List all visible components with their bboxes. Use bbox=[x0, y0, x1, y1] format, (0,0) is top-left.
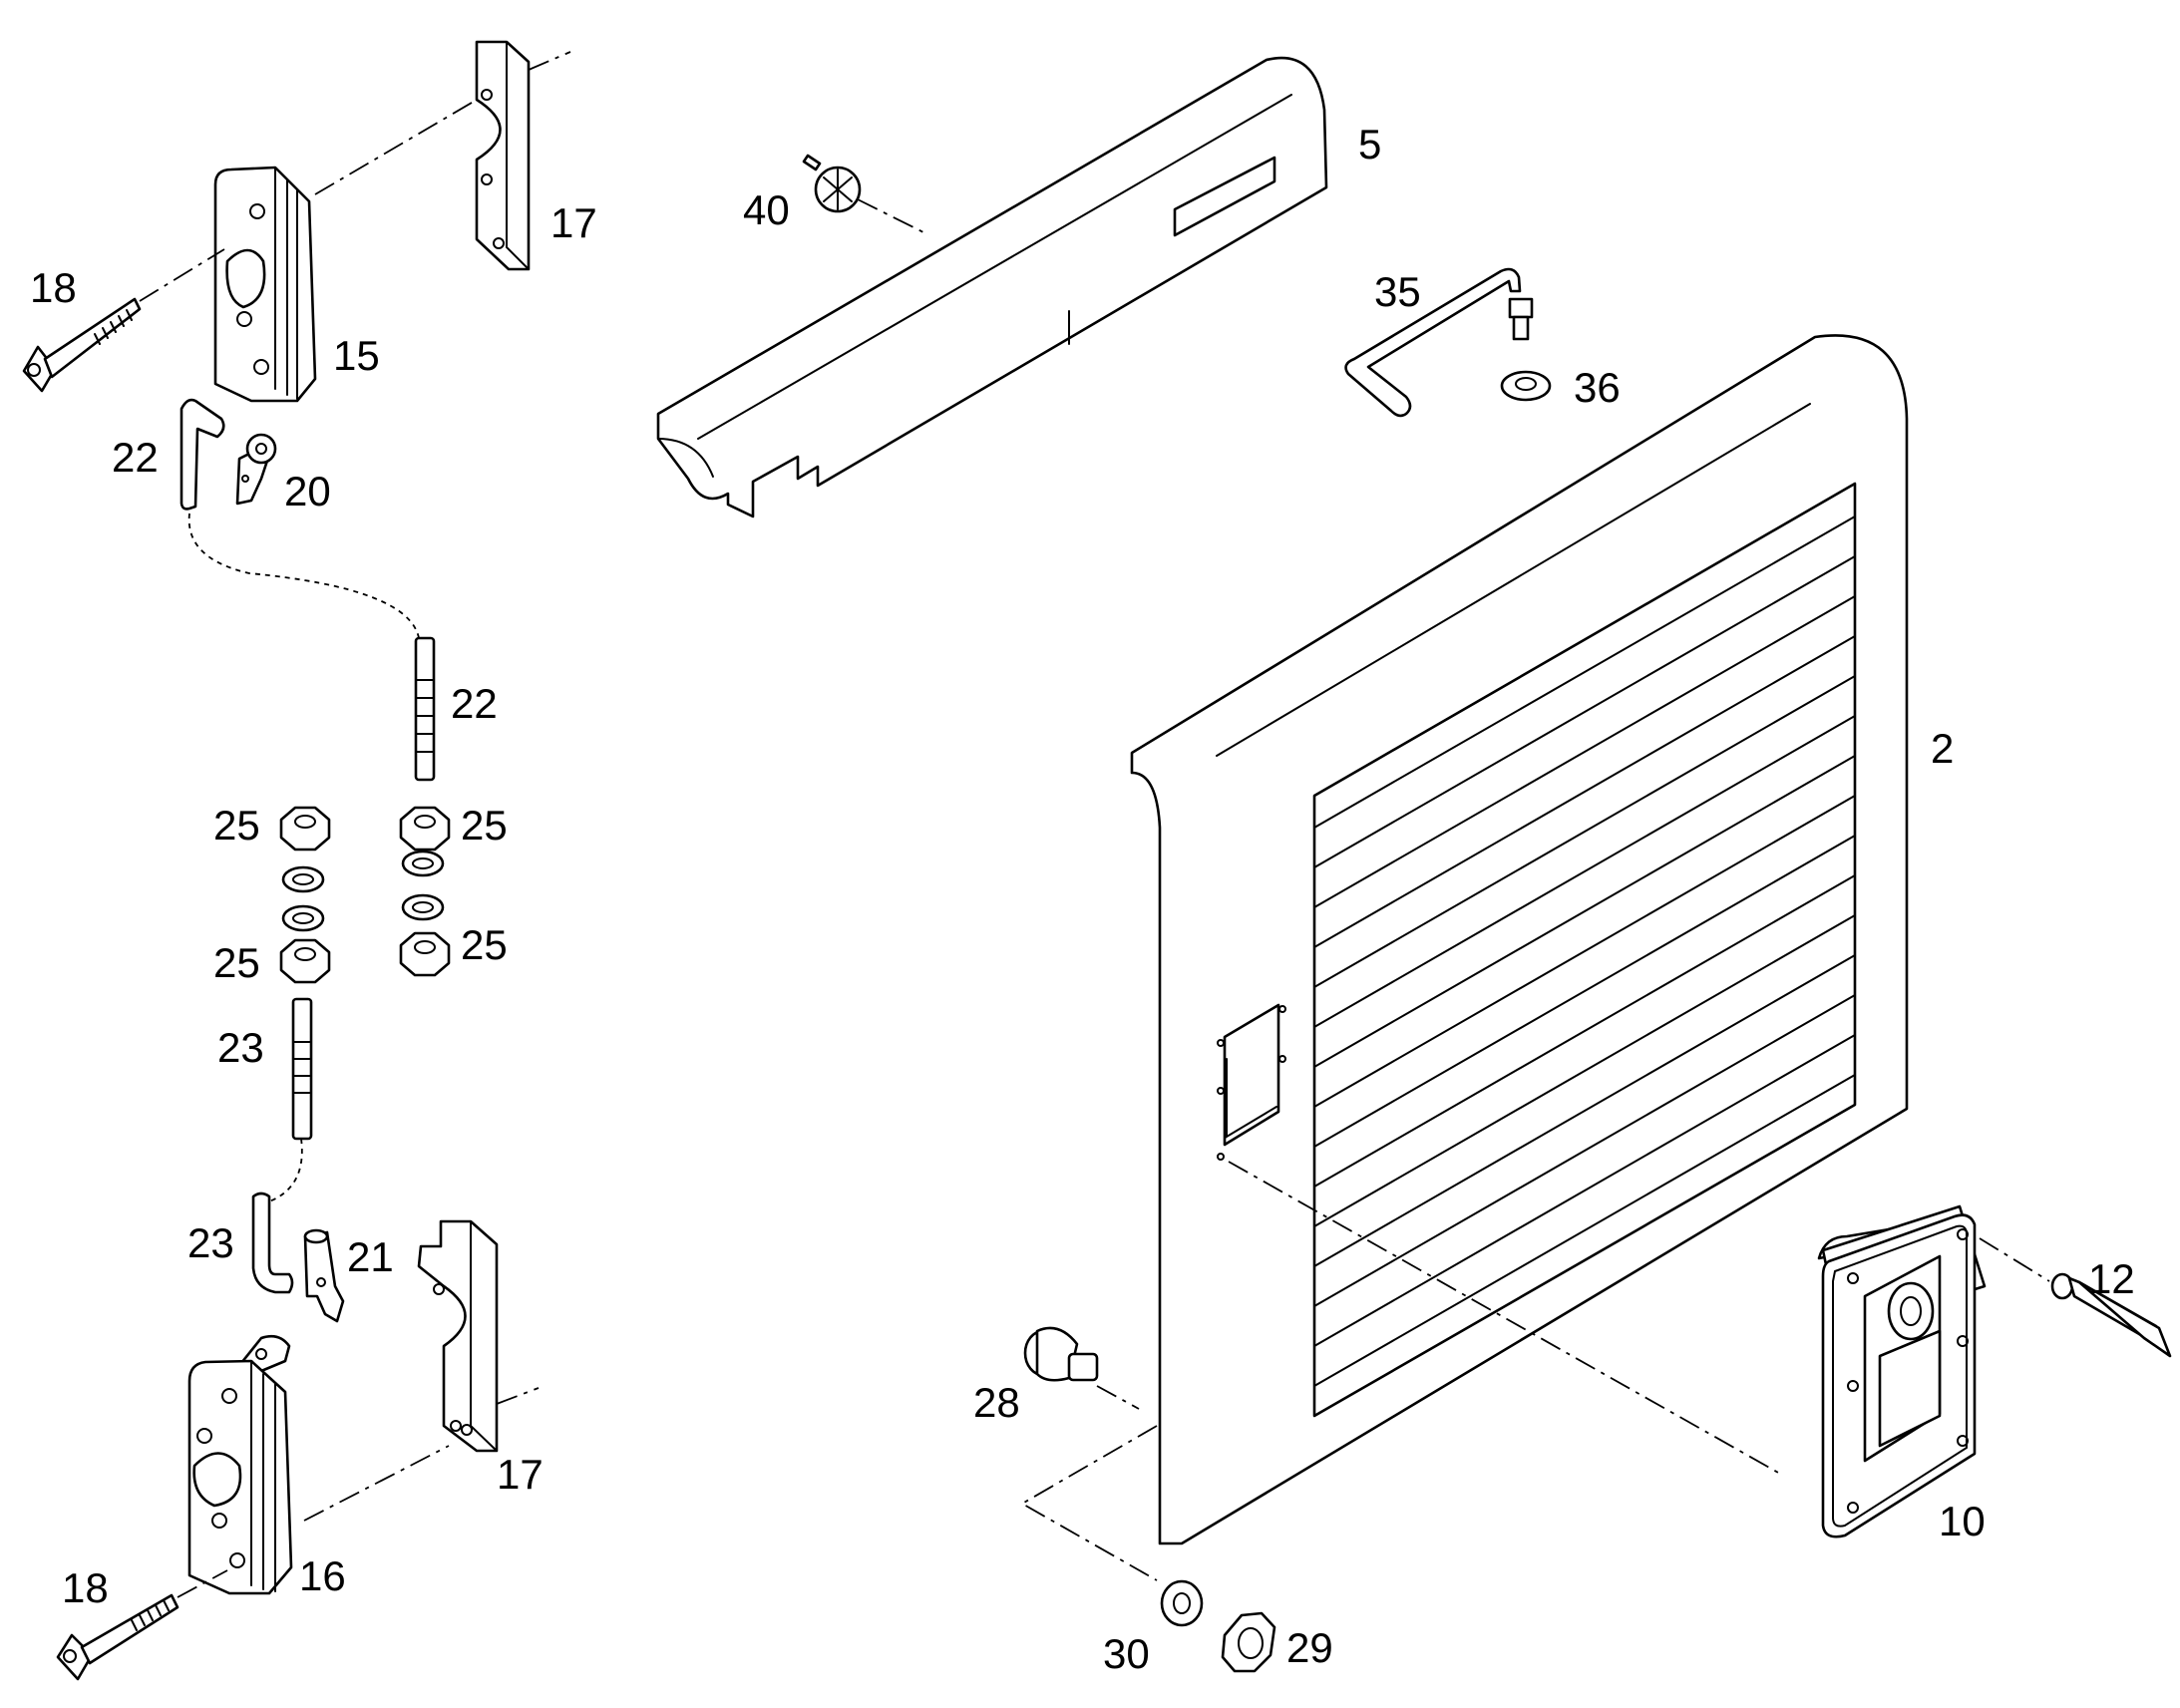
callout-16: 16 bbox=[299, 1552, 346, 1599]
part-29-nut bbox=[1221, 1611, 1276, 1673]
part-20-clip bbox=[235, 433, 277, 506]
callout-20: 20 bbox=[284, 468, 331, 514]
callout-25-right-top: 25 bbox=[461, 802, 508, 849]
callout-15: 15 bbox=[333, 332, 380, 379]
callout-22-hook: 22 bbox=[112, 434, 159, 481]
part-21-clip bbox=[303, 1228, 345, 1323]
door-louvers bbox=[1313, 515, 1856, 1387]
callout-30: 30 bbox=[1103, 1630, 1150, 1677]
part-40-push-rivet bbox=[802, 154, 928, 235]
part-18-upper-screw bbox=[22, 248, 225, 393]
callout-25-left-top: 25 bbox=[213, 802, 260, 849]
part-17-upper-hinge-plate bbox=[475, 40, 571, 271]
callout-2: 2 bbox=[1931, 725, 1955, 772]
callout-12: 12 bbox=[2088, 1255, 2135, 1302]
part-35-l-rod bbox=[1344, 267, 1534, 418]
part-18-lower-screw bbox=[56, 1569, 228, 1681]
part-23-l-rod bbox=[251, 1192, 294, 1294]
part-28-bolt bbox=[1023, 1326, 1140, 1410]
callout-5: 5 bbox=[1358, 121, 1382, 168]
callout-23-l-rod: 23 bbox=[187, 1219, 234, 1266]
callout-18-lower: 18 bbox=[62, 1564, 109, 1611]
callout-25-right-bottom: 25 bbox=[461, 921, 508, 968]
callout-36: 36 bbox=[1574, 364, 1621, 411]
callout-17-upper: 17 bbox=[550, 199, 597, 246]
callout-25-left-bottom: 25 bbox=[213, 939, 260, 986]
door-lock-cutout bbox=[1217, 1003, 1286, 1161]
callout-21: 21 bbox=[347, 1233, 394, 1280]
part-22-hook-rod bbox=[180, 398, 225, 511]
callout-28: 28 bbox=[973, 1379, 1020, 1426]
callout-35: 35 bbox=[1374, 268, 1421, 315]
part-25-left-stack bbox=[279, 806, 331, 984]
part-2-door-panel bbox=[1130, 334, 1909, 1545]
part-10-paddle-latch bbox=[1817, 1204, 2050, 1538]
callout-17-lower: 17 bbox=[497, 1451, 544, 1498]
part-12-rivet bbox=[2050, 1272, 2172, 1358]
part-15-upper-hinge-block bbox=[213, 99, 478, 403]
part-5-top-rail bbox=[656, 56, 1328, 518]
callout-40: 40 bbox=[743, 186, 790, 233]
part-17-lower-hinge-plate bbox=[417, 1219, 540, 1453]
part-16-lower-hinge-block bbox=[187, 1334, 450, 1595]
part-22-threaded-rod bbox=[187, 512, 436, 782]
part-30-washer bbox=[1020, 1425, 1204, 1627]
part-36-washer bbox=[1500, 370, 1552, 402]
callout-29: 29 bbox=[1286, 1624, 1333, 1671]
callout-23-rod: 23 bbox=[217, 1024, 264, 1071]
callout-22-rod: 22 bbox=[451, 680, 498, 727]
callout-10: 10 bbox=[1939, 1498, 1986, 1544]
part-25-right-stack bbox=[399, 806, 451, 977]
callout-18-upper: 18 bbox=[30, 264, 77, 311]
